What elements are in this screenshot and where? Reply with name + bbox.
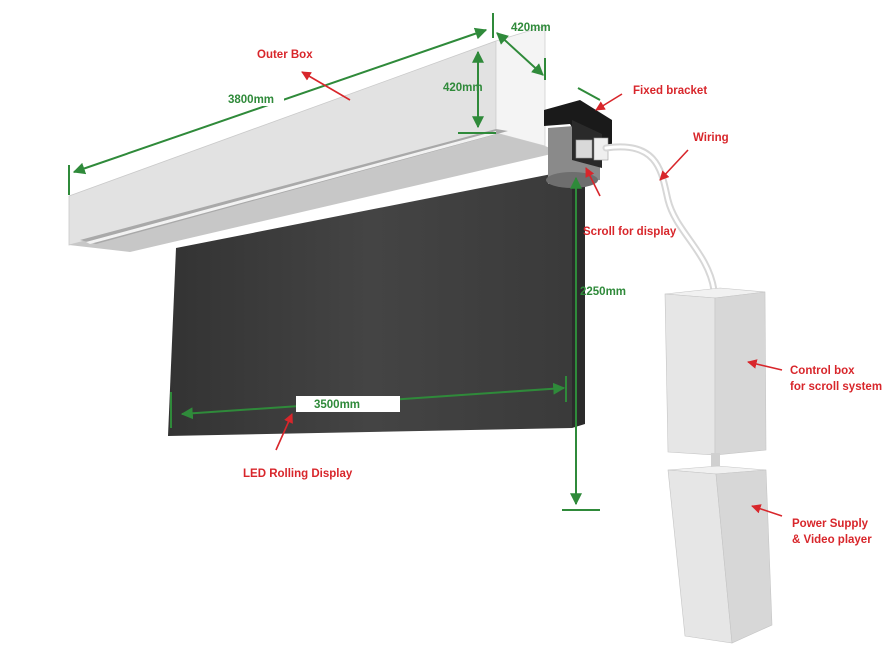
label-control-box-1: Control box [790, 365, 855, 377]
label-power-supply-2: & Video player [792, 534, 872, 546]
label-led-rolling-display: LED Rolling Display [243, 468, 353, 480]
dim-label-3500: 3500mm [314, 399, 360, 411]
power-supply-box [667, 465, 773, 644]
label-outer-box: Outer Box [257, 49, 313, 61]
label-power-supply-1: Power Supply [792, 518, 869, 530]
dim-label-3800: 3800mm [228, 94, 274, 106]
dim-label-2250: 2250mm [580, 286, 626, 298]
dim-label-420-height: 420mm [443, 82, 483, 94]
label-fixed-bracket: Fixed bracket [633, 85, 707, 97]
label-scroll-for-display: Scroll for display [583, 226, 677, 238]
dim-label-420-depth: 420mm [511, 22, 551, 34]
connector-rod [711, 453, 720, 469]
label-wiring: Wiring [693, 132, 729, 144]
pointer-arrows [275, 71, 783, 517]
fixed-bracket [544, 100, 612, 168]
dim-line-420-depth [496, 32, 544, 76]
control-box [664, 287, 767, 456]
label-control-box-2: for scroll system [790, 381, 882, 393]
